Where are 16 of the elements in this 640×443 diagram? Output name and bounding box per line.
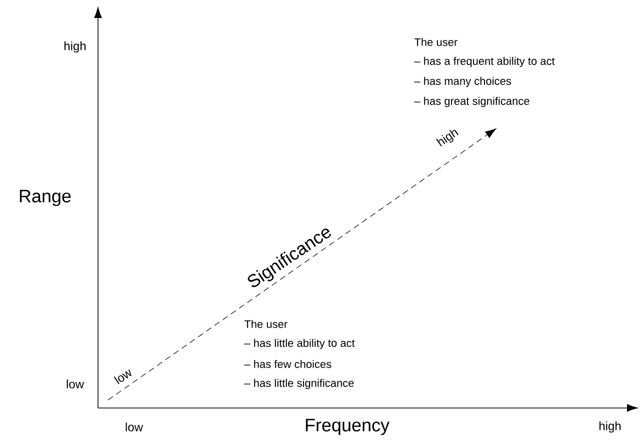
- note-text: – has little significance: [244, 378, 354, 390]
- scale-label: low: [114, 369, 132, 384]
- note-text: – has many choices: [414, 76, 511, 88]
- tick-label: low: [66, 380, 84, 388]
- tick-label: low: [126, 422, 144, 432]
- note-text: The user: [244, 320, 288, 328]
- note-text: – has few choices: [244, 360, 332, 368]
- scale-label: high: [436, 130, 458, 146]
- note-text: – has great significance: [414, 96, 530, 108]
- note-text: – has a frequent ability to act: [414, 56, 555, 68]
- note-text: The user: [414, 38, 458, 46]
- note-text: – has little ability to act: [244, 338, 355, 350]
- tick-label: high: [600, 421, 621, 433]
- tick-label: high: [64, 41, 86, 53]
- axis-label: Range: [20, 190, 71, 206]
- axis-label: Frequency: [306, 418, 390, 436]
